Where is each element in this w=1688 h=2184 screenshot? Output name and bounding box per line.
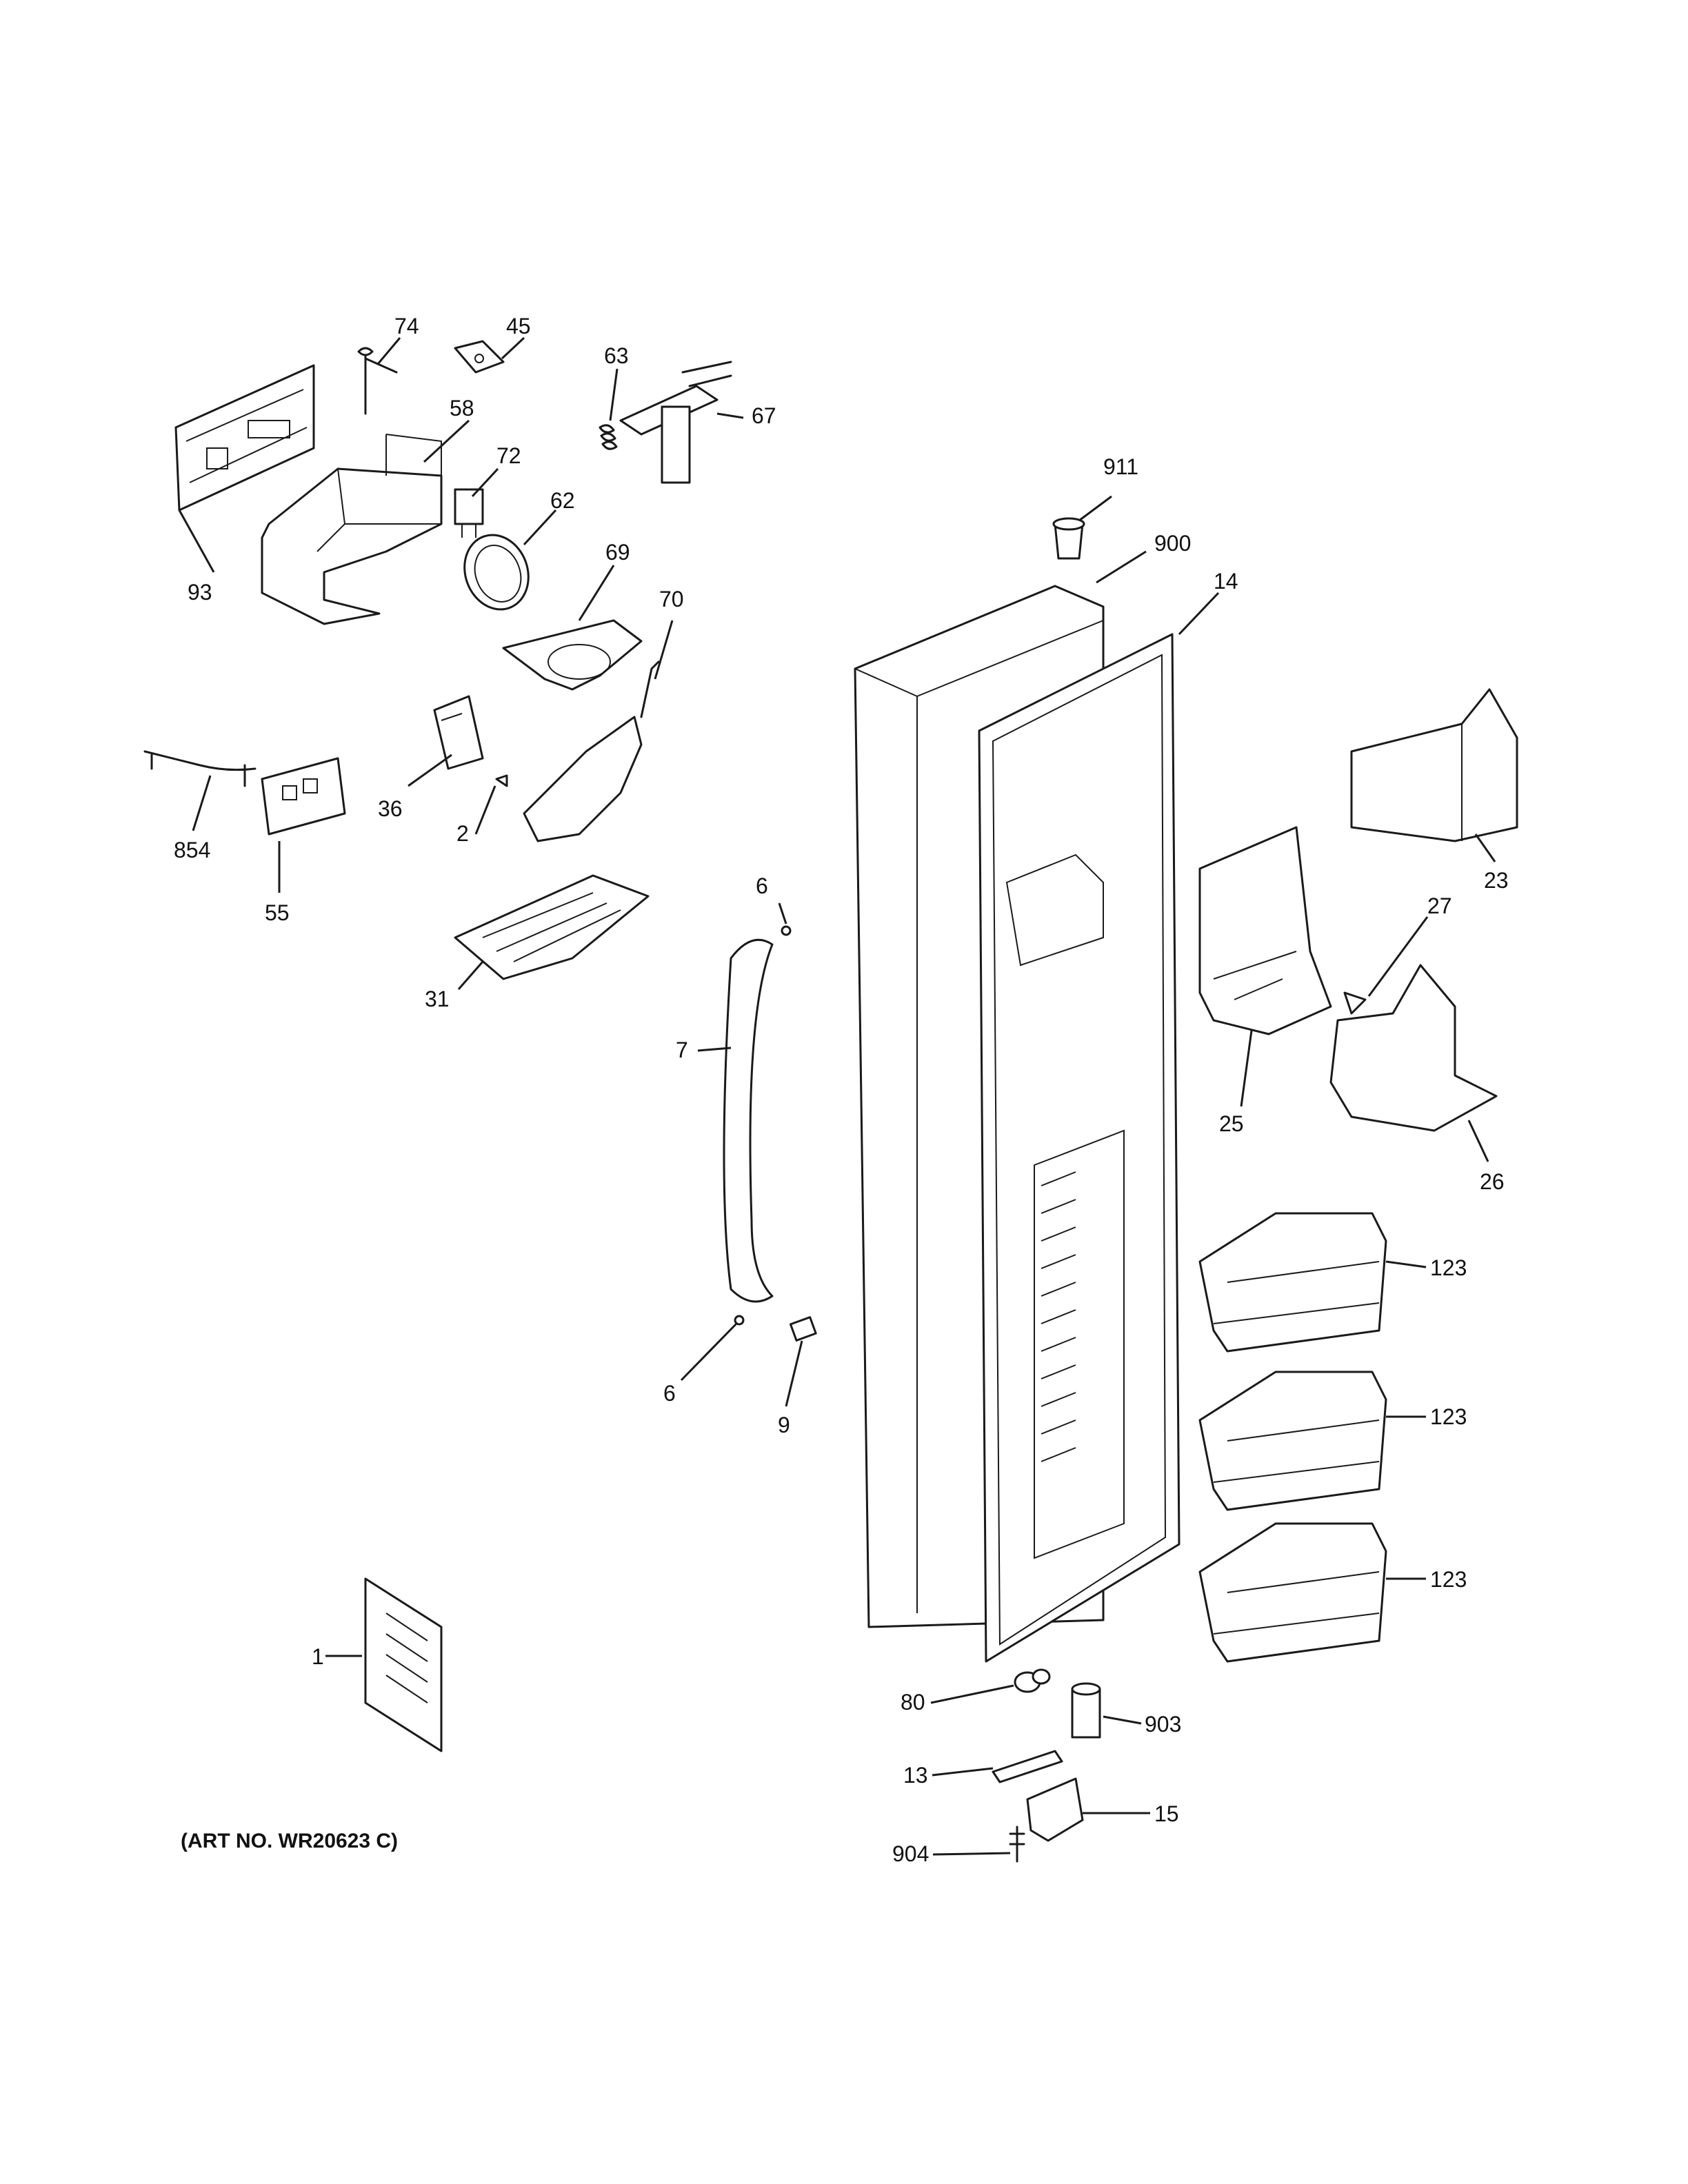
callout-63: 63 xyxy=(604,343,629,368)
part-123-bin-a xyxy=(1198,1212,1387,1353)
part-13-hinge-plate xyxy=(992,1750,1063,1783)
part-1-manual xyxy=(364,1577,443,1752)
part-72-switch xyxy=(454,488,484,538)
callout-62: 62 xyxy=(550,488,575,513)
callout-27: 27 xyxy=(1427,893,1452,918)
callout-900: 900 xyxy=(1154,531,1191,556)
art-number: (ART NO. WR20623 C) xyxy=(181,1830,398,1852)
part-14-gasket xyxy=(978,633,1180,1663)
part-123-bin-b xyxy=(1198,1371,1387,1511)
callout-45: 45 xyxy=(506,314,531,338)
part-904-screw xyxy=(1009,1826,1025,1863)
callout-55: 55 xyxy=(265,900,290,925)
part-80-bushing xyxy=(1014,1668,1051,1693)
callout-93: 93 xyxy=(188,580,212,605)
callout-14: 14 xyxy=(1214,569,1238,594)
part-45-bracket xyxy=(454,340,505,374)
part-69-chute xyxy=(502,619,643,691)
callout-25: 25 xyxy=(1219,1111,1244,1136)
callout-123-c: 123 xyxy=(1430,1567,1467,1592)
callout-15: 15 xyxy=(1154,1801,1179,1826)
part-911-cap xyxy=(1052,517,1085,560)
callout-123-a: 123 xyxy=(1430,1255,1467,1280)
part-27-screw xyxy=(1343,991,1367,1015)
callout-854: 854 xyxy=(174,838,210,862)
part-58-dispenser-housing xyxy=(261,434,443,625)
callout-74: 74 xyxy=(394,314,419,338)
part-903-pin xyxy=(1071,1682,1101,1739)
part-123-bin-c xyxy=(1198,1522,1387,1663)
callout-labels: 74 45 63 67 58 72 62 93 69 70 911 900 14… xyxy=(174,314,1509,1866)
part-55-control-board xyxy=(261,757,346,836)
leader-lines xyxy=(178,336,1496,1856)
part-63-spring xyxy=(599,424,618,450)
callout-2: 2 xyxy=(456,821,469,846)
callout-123-b: 123 xyxy=(1430,1404,1467,1429)
part-62-ring xyxy=(463,534,530,611)
callout-80: 80 xyxy=(901,1690,925,1715)
door-shelf-ribs xyxy=(1041,1171,1076,1462)
part-6-screw-top xyxy=(781,925,792,936)
part-7-handle xyxy=(723,938,774,1303)
callout-9: 9 xyxy=(778,1413,790,1437)
callout-6-bottom: 6 xyxy=(663,1381,676,1406)
part-15-hinge-cover xyxy=(1026,1777,1084,1842)
callout-58: 58 xyxy=(450,396,474,421)
callout-36: 36 xyxy=(378,796,403,821)
part-74-spring xyxy=(357,347,398,415)
part-2-screw xyxy=(495,774,508,787)
callout-67: 67 xyxy=(752,403,776,428)
callout-904: 904 xyxy=(892,1841,929,1866)
part-6-screw-bottom xyxy=(734,1315,745,1326)
callout-7: 7 xyxy=(676,1038,688,1062)
part-25-bin-holder xyxy=(1198,826,1332,1035)
callout-72: 72 xyxy=(496,443,521,468)
part-23-bin-cover xyxy=(1350,688,1518,842)
callout-70: 70 xyxy=(659,587,684,611)
callout-13: 13 xyxy=(903,1763,928,1788)
part-9-plug xyxy=(789,1316,817,1342)
part-93-dispenser-panel xyxy=(174,364,315,512)
callout-6-top: 6 xyxy=(756,873,768,898)
part-26-bin-lower xyxy=(1329,964,1498,1132)
callout-31: 31 xyxy=(425,987,450,1011)
callout-911: 911 xyxy=(1103,454,1138,479)
part-70-door-flap xyxy=(523,660,660,842)
part-67-lever xyxy=(619,361,732,484)
part-36-bracket xyxy=(433,695,484,770)
callout-903: 903 xyxy=(1145,1712,1181,1737)
callout-26: 26 xyxy=(1480,1169,1505,1194)
callout-23: 23 xyxy=(1484,868,1509,893)
part-31-drip-tray xyxy=(454,874,650,980)
callout-69: 69 xyxy=(605,540,630,565)
part-854-wire-harness xyxy=(143,750,257,787)
callout-1: 1 xyxy=(312,1644,324,1669)
